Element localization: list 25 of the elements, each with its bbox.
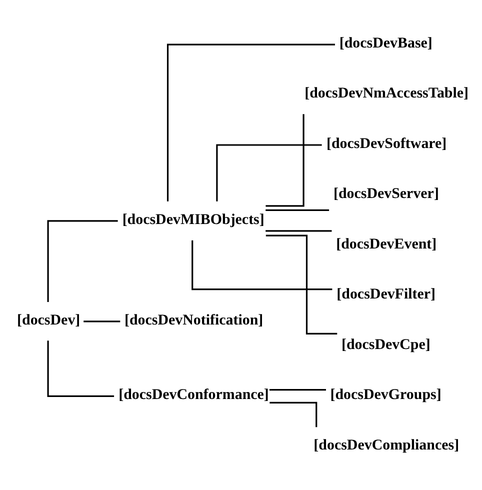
connector bbox=[270, 401, 318, 427]
node-text: [docsDevBase] bbox=[339, 34, 432, 51]
node-text: [docsDevCpe] bbox=[341, 336, 430, 352]
connector bbox=[266, 234, 338, 334]
node-text: [docsDevServer] bbox=[333, 186, 439, 202]
connector bbox=[266, 114, 304, 206]
connector bbox=[216, 144, 322, 201]
connector bbox=[269, 388, 326, 390]
node-text: [docsDevGroups] bbox=[330, 386, 442, 403]
node-text: [docsDevFilter] bbox=[336, 286, 436, 302]
node-text: [docsDevNmAccessTable] bbox=[304, 85, 469, 102]
connector bbox=[192, 240, 332, 290]
connector bbox=[266, 230, 332, 232]
node-text: [docsDevNotification] bbox=[124, 312, 264, 328]
node-text: [docsDevConformance] bbox=[118, 386, 269, 403]
node-text: [docsDev] bbox=[17, 312, 80, 328]
connector bbox=[47, 340, 114, 397]
node-text: [docsDevEvent] bbox=[336, 236, 437, 252]
node-text: [docsDevMIBObjects] bbox=[122, 211, 264, 228]
connector bbox=[47, 220, 118, 302]
connector bbox=[166, 43, 335, 201]
node-text: [docsDevSoftware] bbox=[326, 135, 447, 152]
connector bbox=[266, 208, 330, 211]
node-text: [docsDevCompliances] bbox=[314, 436, 460, 453]
connector bbox=[84, 320, 120, 322]
